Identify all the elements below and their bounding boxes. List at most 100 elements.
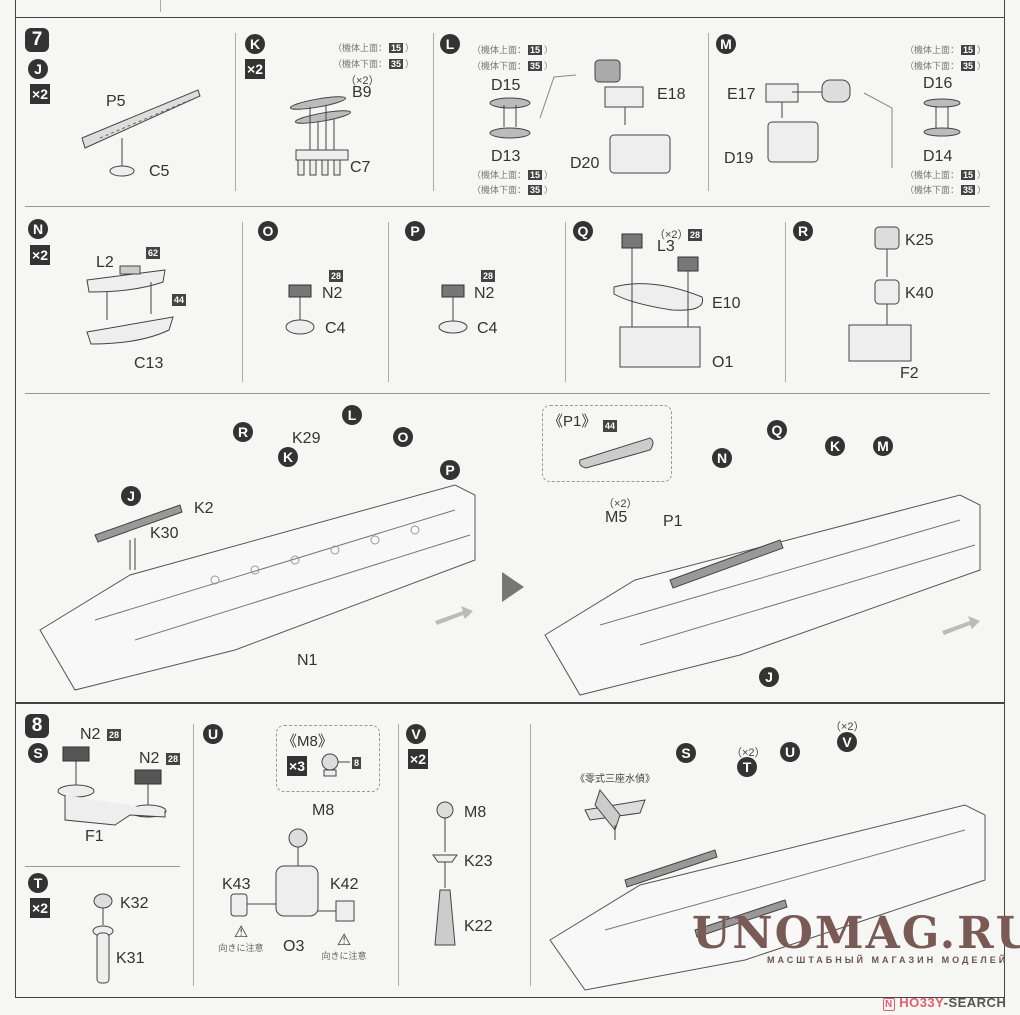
part-label-D19: D19 bbox=[724, 150, 754, 167]
paint-color-28: 28 bbox=[107, 729, 122, 741]
top-panel-remnant bbox=[15, 0, 1005, 18]
part-label-K22: K22 bbox=[464, 918, 493, 935]
part-label-K30: K30 bbox=[150, 525, 179, 542]
director-illustration bbox=[848, 226, 912, 362]
subassembly-S-badge: S bbox=[28, 743, 48, 763]
part-label-N2: N2 bbox=[474, 285, 495, 302]
inset-label-P1: 《P1》 bbox=[548, 413, 597, 430]
warning-icon: ⚠ bbox=[233, 924, 249, 941]
part-label-E10: E10 bbox=[712, 295, 741, 312]
hull-assembly-illustration bbox=[544, 494, 981, 696]
crane-on-deck-illustration bbox=[94, 504, 183, 570]
part-label-N2: N2 bbox=[80, 726, 101, 743]
part-label-P5: P5 bbox=[106, 93, 126, 110]
credit-logo-icon: N bbox=[883, 998, 895, 1011]
part-label-D15: D15 bbox=[491, 77, 521, 94]
callout-P: P bbox=[440, 460, 460, 480]
paint-color-44: 44 bbox=[603, 420, 618, 432]
subassembly-J-badge: J bbox=[28, 59, 48, 79]
orientation-warning: ⚠向きに注意 bbox=[211, 925, 271, 954]
part-label-E17: E17 bbox=[727, 86, 756, 103]
hull-assembly-illustration bbox=[549, 804, 986, 991]
part-label-F1: F1 bbox=[85, 828, 104, 845]
multiplier-badge: ×2 bbox=[245, 59, 265, 79]
divider bbox=[708, 33, 709, 191]
seat-cushions-illustration bbox=[923, 98, 961, 137]
subassembly-O-badge: O bbox=[258, 221, 278, 241]
gun-platform-illustration bbox=[57, 746, 167, 826]
paint-color-28: 28 bbox=[481, 270, 496, 282]
divider bbox=[565, 222, 566, 382]
subassembly-M-badge: M bbox=[716, 34, 736, 54]
part-label-N1: N1 bbox=[297, 652, 318, 669]
part-label-N2: N2 bbox=[322, 285, 343, 302]
row-divider bbox=[25, 393, 990, 394]
orientation-warning: ⚠向きに注意 bbox=[314, 933, 374, 962]
callout-K: K bbox=[825, 436, 845, 456]
searchlight-tower-illustration bbox=[230, 828, 355, 922]
divider bbox=[785, 222, 786, 382]
part-label-C7: C7 bbox=[350, 159, 371, 176]
subassembly-T-badge: T bbox=[28, 873, 48, 893]
callout-J: J bbox=[121, 486, 141, 506]
searchlight-post-illustration bbox=[92, 893, 114, 984]
direction-arrow bbox=[435, 606, 473, 625]
part-label-C4: C4 bbox=[477, 320, 498, 337]
watermark-logo: UNOMAG.RU bbox=[692, 908, 1020, 959]
part-label-C13: C13 bbox=[134, 355, 164, 372]
paint-note-bottom: （機体下面：35） bbox=[472, 61, 554, 71]
step7-panel bbox=[15, 17, 1005, 703]
part-label-E18: E18 bbox=[657, 86, 686, 103]
quantity-note: （×2） bbox=[654, 229, 689, 241]
part-label-O1: O1 bbox=[712, 354, 734, 371]
part-label-K40: K40 bbox=[905, 285, 934, 302]
part-label-O3: O3 bbox=[283, 938, 305, 955]
part-label-M5: M5 bbox=[605, 509, 628, 526]
paint-color-8: 8 bbox=[352, 757, 362, 769]
paint-color-28: 28 bbox=[329, 270, 344, 282]
divider bbox=[433, 33, 434, 191]
callout-T: T bbox=[737, 757, 757, 777]
part-label-C4: C4 bbox=[325, 320, 346, 337]
subassembly-V-badge: V bbox=[406, 724, 426, 744]
paint-note-bottom: （機体下面：35） bbox=[472, 185, 554, 195]
top-divider bbox=[160, 0, 161, 12]
gun-mount-illustration bbox=[285, 284, 315, 335]
divider bbox=[530, 724, 531, 986]
subassembly-K-badge: K bbox=[245, 34, 265, 54]
part-label-M8: M8 bbox=[464, 804, 487, 821]
callout-K: K bbox=[278, 447, 298, 467]
multiplier-badge: ×2 bbox=[408, 749, 428, 769]
paint-note-top: （機体上面：15） bbox=[333, 43, 415, 53]
subassembly-Q-badge: Q bbox=[573, 221, 593, 241]
subassembly-L-badge: L bbox=[440, 34, 460, 54]
step-arrow bbox=[502, 572, 524, 602]
divider bbox=[388, 222, 389, 382]
multiplier-badge: ×2 bbox=[30, 245, 50, 265]
part-label-K43: K43 bbox=[222, 876, 251, 893]
callout-R: R bbox=[233, 422, 253, 442]
subassembly-N-badge: N bbox=[28, 219, 48, 239]
credit-search: -SEARCH bbox=[943, 995, 1007, 1010]
callout-S: S bbox=[676, 743, 696, 763]
paint-note-bottom: （機体下面：35） bbox=[333, 59, 415, 69]
paint-note-top: （機体上面：15） bbox=[472, 170, 554, 180]
part-label-N2: N2 bbox=[139, 750, 160, 767]
divider bbox=[235, 33, 236, 191]
paint-note-bottom: （機体下面：35） bbox=[905, 61, 987, 71]
step-number-7: 7 bbox=[25, 28, 49, 52]
callout-M: M bbox=[873, 436, 893, 456]
floatplane-rack-illustration bbox=[289, 96, 352, 176]
seat-parts-illustration bbox=[765, 79, 893, 168]
quantity-note: （×2） bbox=[830, 721, 865, 733]
searchlight-illustration bbox=[321, 753, 350, 777]
paint-note-top: （機体上面：15） bbox=[905, 170, 987, 180]
motor-boat-illustration bbox=[86, 265, 174, 345]
inset-label-M8: 《M8》 bbox=[282, 733, 333, 750]
callout-L: L bbox=[342, 405, 362, 425]
callout-J: J bbox=[759, 667, 779, 687]
row-divider bbox=[25, 866, 180, 867]
callout-U: U bbox=[780, 742, 800, 762]
aircraft-label: 《零式三座水偵》 bbox=[575, 774, 655, 785]
paint-note-top: （機体上面：15） bbox=[472, 45, 554, 55]
